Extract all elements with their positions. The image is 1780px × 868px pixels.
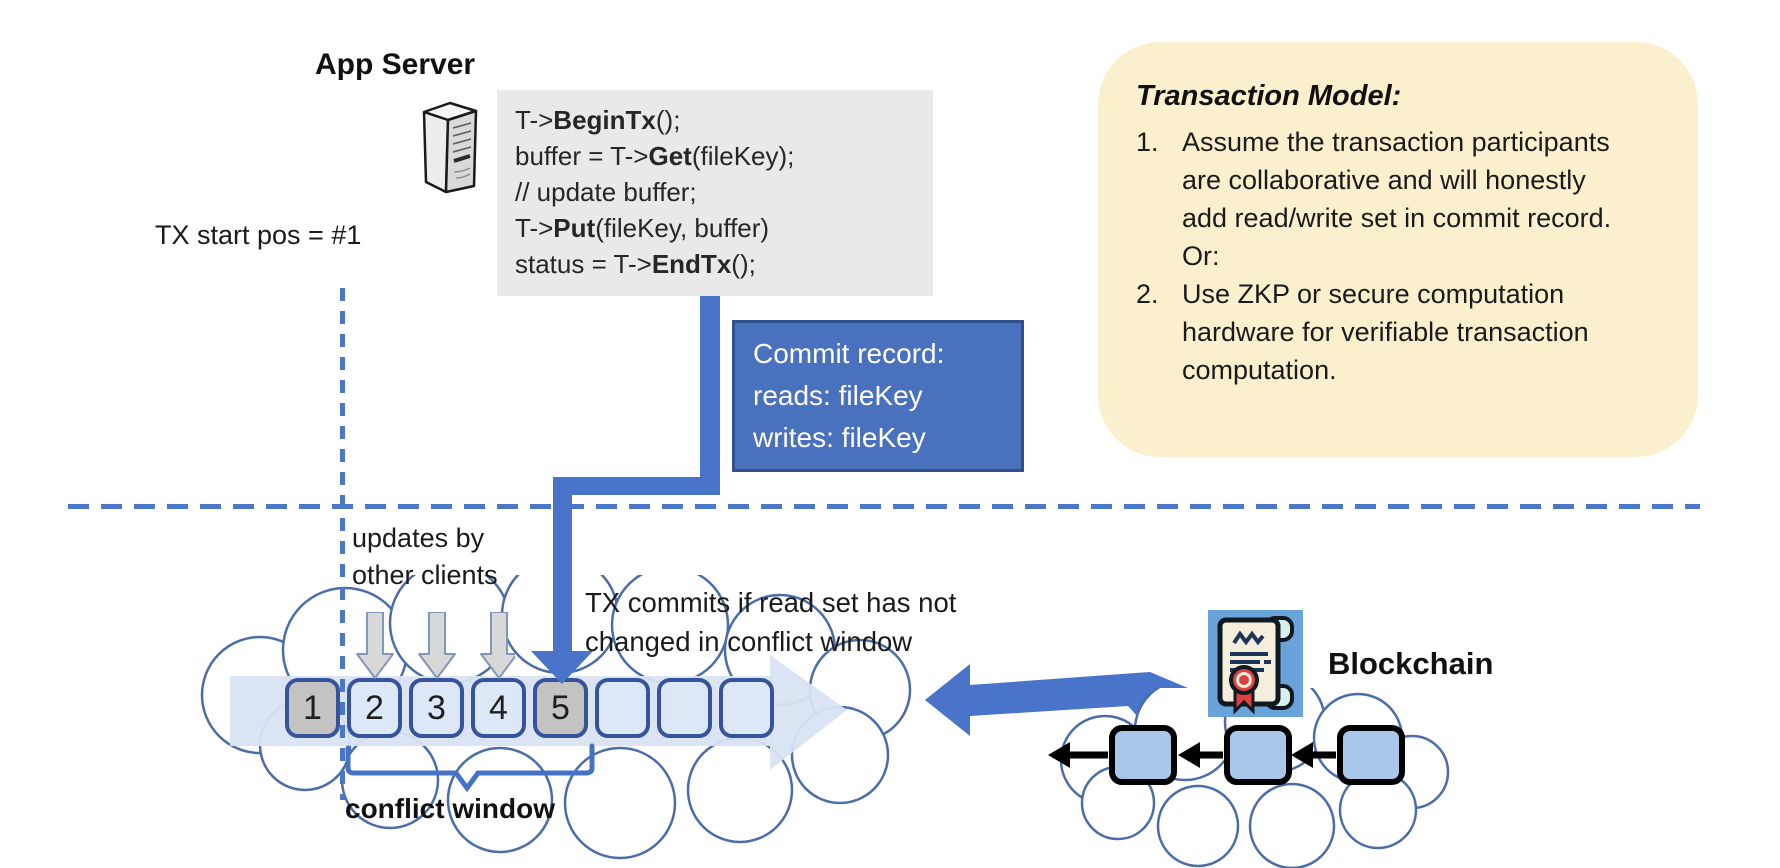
transaction-code-block: T->BeginTx(); buffer = T->Get(fileKey); … [497,90,933,296]
commit-record-title: Commit record: [753,338,945,369]
sync-double-arrow-icon [925,664,1188,736]
item-number: 1. [1136,127,1159,157]
conflict-window-brace [345,743,595,793]
tx-start-dashed-line [340,288,345,800]
item-text: Assume the transaction participants are … [1182,127,1612,271]
updates-by-other-clients-label: updates by other clients [352,523,498,590]
tx-commits-note: TX commits if read set has not changed i… [585,587,957,657]
app-server-title: App Server [315,48,476,81]
item-text: Use ZKP or secure computation hardware f… [1182,279,1589,385]
transaction-model-item: 1. Assume the transaction participants a… [1136,123,1658,275]
item-number: 2. [1136,279,1159,309]
block-number: 1 [303,688,322,727]
commit-connector-vertical [700,293,720,485]
timeline-block-7 [657,678,712,738]
timeline-block-8 [719,678,774,738]
commit-connector-drop [553,477,572,653]
timeline-block-3: 3 [409,678,464,738]
tx-start-pos-label: TX start pos = #1 [155,220,362,250]
transaction-model-note: Transaction Model: 1. Assume the transac… [1098,42,1698,457]
block-number: 3 [427,688,446,727]
update-arrows-icon [356,612,515,679]
commit-arrow-head-icon [531,651,593,684]
horizontal-dashed-divider [68,504,1700,509]
transaction-model-item: 2. Use ZKP or secure computation hardwar… [1136,275,1658,389]
block-number: 2 [365,688,384,727]
server-icon [422,101,478,194]
timeline-block-1: 1 [285,678,340,738]
timeline-block-4: 4 [471,678,526,738]
transaction-model-title: Transaction Model: [1136,80,1402,112]
timeline-block-2: 2 [347,678,402,738]
code-line: T->Put(fileKey, buffer) [515,213,770,243]
code-line: status = T->EndTx(); [515,249,756,279]
commit-record-reads: reads: fileKey [753,380,923,411]
commit-connector-horizontal [553,477,720,495]
code-line: T->BeginTx(); [515,105,681,135]
blockchain-title: Blockchain [1328,646,1494,681]
conflict-window-cloud [200,575,912,860]
timeline-block-5: 5 [533,678,588,738]
conflict-window-label: conflict window [345,793,555,824]
code-line: buffer = T->Get(fileKey); [515,141,795,171]
commit-record-box: Commit record: reads: fileKey writes: fi… [732,320,1024,472]
commit-record-writes: writes: fileKey [753,422,926,453]
block-number: 4 [489,688,508,727]
certificate-icon [1208,610,1303,717]
blockchain-cloud [1048,688,1450,868]
code-line: // update buffer; [515,177,697,207]
timeline-block-6 [595,678,650,738]
block-number: 5 [551,688,570,727]
